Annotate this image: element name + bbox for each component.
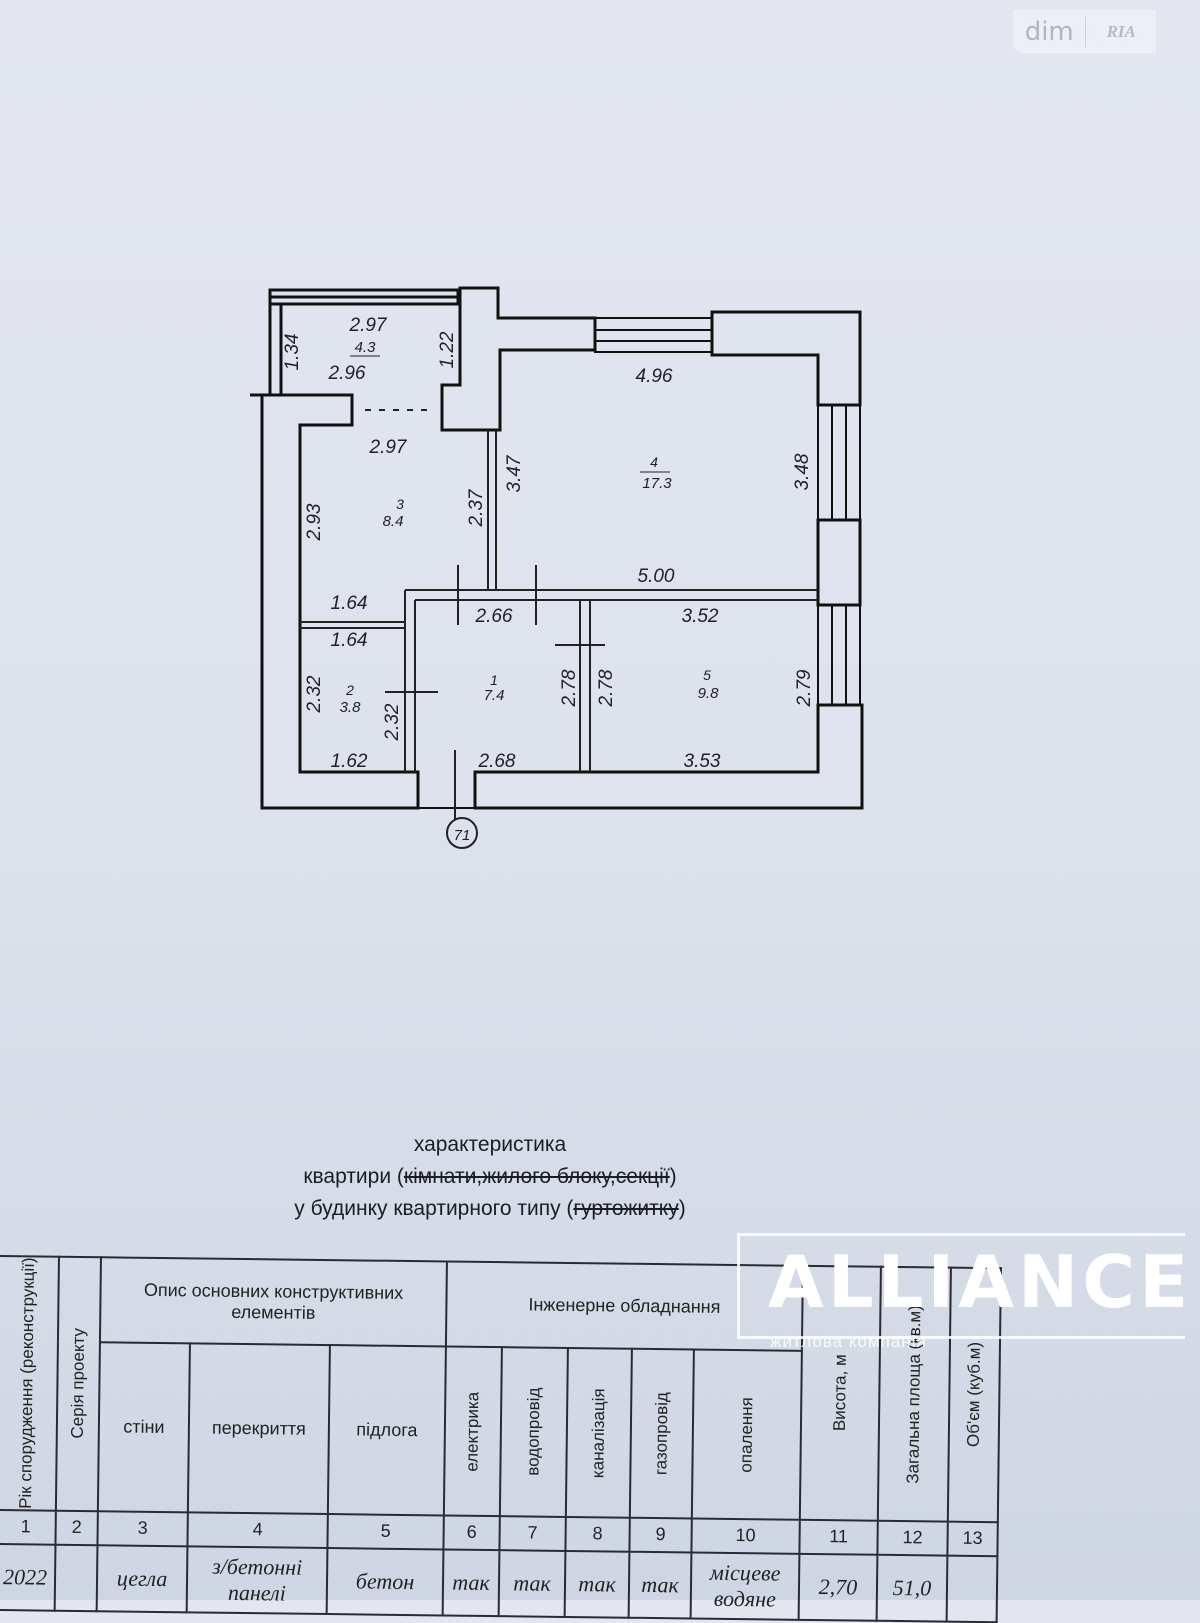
room-3-area: 8.4 [383, 513, 404, 530]
cell-water: так [498, 1549, 566, 1617]
header-volume: Об'єм (куб.м) [963, 1342, 985, 1448]
dim: 2.32 [304, 675, 325, 713]
header-electricity: електрика [462, 1391, 483, 1472]
dim: 5.00 [638, 566, 675, 587]
heading-line-1: характеристика [413, 1133, 567, 1156]
left-outer-wall [250, 393, 420, 810]
dimension-labels: 2.97 2.96 1.34 1.22 2.97 2.93 2.37 1.64 … [282, 315, 815, 772]
alliance-tagline: житлова компанія [770, 1332, 927, 1351]
dim: 2.79 [794, 669, 815, 707]
alliance-watermark: ALLIANCE житлова компанія [737, 1233, 1188, 1351]
room-1-area: 7.4 [484, 687, 505, 704]
room-4-number: 4 [650, 454, 658, 470]
cell-height: 2,70 [798, 1553, 878, 1621]
dim: 2.68 [478, 751, 516, 772]
dim: 1.64 [331, 630, 368, 651]
cell-floor: бетон [326, 1547, 444, 1615]
header-floor: підлога [327, 1345, 446, 1515]
walls [250, 286, 864, 810]
dimria-logo: dim RIA [1013, 10, 1156, 53]
logo-dim-text: dim [1013, 16, 1087, 47]
room-2-area: 3.8 [340, 699, 362, 716]
header-water: водопровід [523, 1387, 544, 1477]
cell-year: 2022 [0, 1543, 56, 1611]
central-wall [440, 286, 597, 432]
dim: 1.22 [437, 331, 458, 368]
room-labels: 4 17.3 3 8.4 4.3 2 3.8 1 7.4 5 9.8 [340, 339, 720, 716]
partitions [300, 409, 818, 820]
top-right-wall [710, 310, 862, 407]
dim: 1.62 [331, 751, 368, 772]
heading-line-3: у будинку квартирного типу (гуртожитку) [294, 1197, 686, 1220]
dim: 2.78 [596, 669, 617, 707]
room-5-area: 9.8 [698, 685, 720, 702]
dim: 2.96 [328, 363, 366, 384]
cell-series [54, 1544, 98, 1611]
cell-area: 51,0 [876, 1554, 948, 1622]
floor-plan: 71 4 17.3 3 8.4 4.3 2 3.8 1 7.4 5 9.8 2.… [250, 286, 864, 849]
room-4-area: 17.3 [642, 475, 672, 492]
cell-heating: місцеве водяне [690, 1552, 800, 1620]
dim: 2.97 [349, 315, 388, 336]
header-year: Рік спорудження (реконструкції) [15, 1257, 39, 1509]
table-row: 2022 цегла з/бетонні панелі бетон так та… [0, 1543, 998, 1622]
cell-electricity: так [442, 1548, 500, 1616]
dim: 3.47 [504, 454, 525, 492]
header-height: Висота, м [829, 1354, 850, 1432]
header-sewage: каналізація [588, 1387, 609, 1478]
room-1-number: 1 [490, 672, 498, 688]
cell-volume [946, 1555, 998, 1622]
balcony-area: 4.3 [355, 339, 377, 356]
header-walls: стіни [97, 1342, 190, 1512]
dim: 3.53 [684, 751, 721, 772]
dim: 1.64 [331, 593, 368, 614]
dim: 2.97 [369, 437, 408, 458]
window-room4-top [594, 317, 713, 353]
dim: 2.93 [304, 503, 325, 541]
logo-ria-text: RIA [1106, 21, 1136, 41]
dim: 3.48 [792, 453, 813, 490]
window-room4-right [817, 404, 861, 521]
cell-ceiling: з/бетонні панелі [186, 1545, 328, 1614]
header-gas: газопровід [651, 1391, 672, 1476]
dim: 2.32 [382, 703, 403, 741]
dim: 3.52 [682, 606, 719, 627]
dim: 4.96 [636, 366, 673, 387]
dim: 2.78 [559, 669, 580, 707]
axis-marker-circle [446, 817, 478, 849]
window-room5 [817, 604, 861, 706]
heading-line-2: квартири (кімнати,жилого блоку,секції) [303, 1165, 677, 1188]
dim: 2.37 [466, 488, 487, 527]
dim: 2.66 [475, 606, 513, 627]
header-series: Серія проекту [67, 1328, 89, 1440]
cell-walls: цегла [96, 1544, 188, 1612]
bottom-right-wall [473, 703, 864, 810]
cell-sewage: так [564, 1550, 630, 1618]
right-wall-pier [816, 518, 862, 607]
alliance-logo-text: ALLIANCE [768, 1240, 1193, 1324]
header-construct-group: Опис основних конструктивних елементів [99, 1257, 447, 1347]
axis-marker-label: 71 [454, 827, 471, 844]
room-2-number: 2 [345, 682, 354, 698]
header-ceiling: перекриття [187, 1343, 330, 1514]
dim: 1.34 [282, 334, 303, 371]
room-3-number: 3 [396, 496, 404, 512]
cell-gas: так [628, 1551, 692, 1619]
room-5-number: 5 [703, 667, 711, 683]
header-heating: опалення [736, 1396, 757, 1473]
